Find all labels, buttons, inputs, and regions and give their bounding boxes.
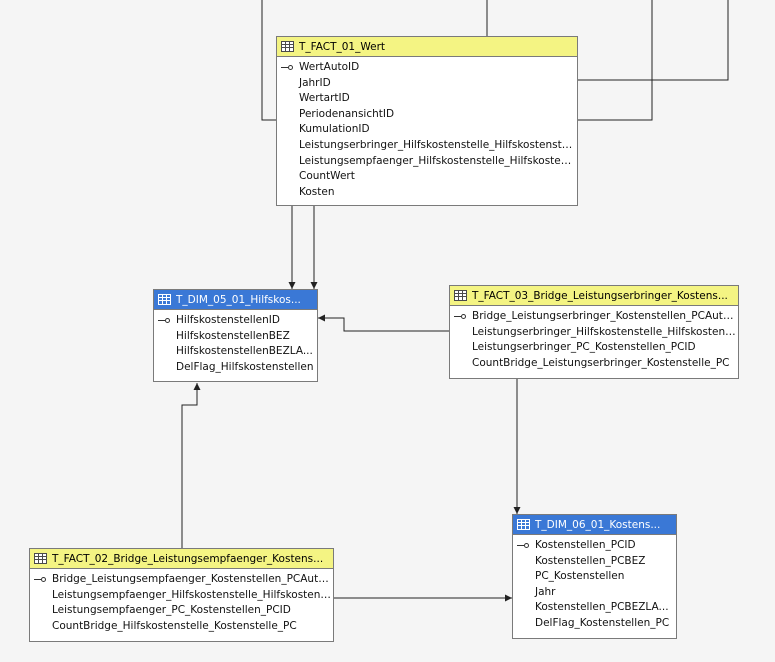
column-name: DelFlag_Hilfskostenstellen — [176, 360, 314, 373]
table-column[interactable]: JahrID — [277, 76, 577, 92]
table-column[interactable]: Kostenstellen_PCBEZ — [513, 554, 676, 570]
table-column[interactable]: Leistungsempfaenger_Hilfskostenstelle_Hi… — [277, 154, 577, 170]
primary-key-icon — [454, 314, 466, 319]
table-column[interactable]: Kosten — [277, 185, 577, 201]
table-header[interactable]: T_FACT_01_Wert — [277, 37, 577, 57]
column-name: DelFlag_Kostenstellen_PC — [535, 616, 670, 629]
table-grid-icon — [158, 294, 171, 305]
column-name: JahrID — [299, 76, 331, 89]
relationship-line-fact03-dim05[interactable] — [318, 314, 450, 332]
primary-key-icon — [517, 543, 529, 548]
table-title: T_FACT_03_Bridge_Leistungserbringer_Kost… — [472, 289, 728, 302]
table-grid-icon — [34, 553, 47, 564]
column-name: CountWert — [299, 170, 355, 183]
relationship-line-offscreen-1[interactable] — [261, 0, 276, 121]
column-name: HilfskostenstellenBEZLA... — [176, 345, 313, 358]
column-name: Leistungsempfaenger_PC_Kostenstellen_PCI… — [52, 604, 291, 617]
column-name: PC_Kostenstellen — [535, 570, 625, 583]
primary-key-icon — [34, 577, 46, 582]
table-column[interactable]: Leistungsempfaenger_PC_Kostenstellen_PCI… — [30, 603, 333, 619]
column-name: Kostenstellen_PCBEZ — [535, 554, 646, 567]
table-column[interactable]: DelFlag_Kostenstellen_PC — [513, 616, 676, 632]
relationship-line-offscreen-3[interactable] — [577, 0, 729, 81]
table-header[interactable]: T_DIM_06_01_Kostens... — [513, 515, 676, 535]
table-grid-icon — [517, 519, 530, 530]
table-t-fact-03-bridge-leistungserbringer[interactable]: T_FACT_03_Bridge_Leistungserbringer_Kost… — [449, 285, 739, 379]
primary-key-column[interactable]: Kostenstellen_PCID — [513, 538, 676, 554]
column-name: Kostenstellen_PCID — [535, 539, 636, 551]
table-column[interactable]: DelFlag_Hilfskostenstellen — [154, 360, 317, 376]
column-name: Kostenstellen_PCBEZLA... — [535, 601, 669, 614]
table-t-dim-05-01-hilfskostenstellen[interactable]: T_DIM_05_01_Hilfskos... Hilfskostenstell… — [153, 289, 318, 382]
column-name: Kosten — [299, 185, 335, 198]
column-name: CountBridge_Leistungserbringer_Kostenste… — [472, 356, 730, 369]
column-list: WertAutoID JahrID WertartID Periodenansicht… — [277, 57, 577, 200]
relationship-line-offscreen-4[interactable] — [577, 0, 653, 121]
table-title: T_FACT_02_Bridge_Leistungsempfaenger_Kos… — [52, 552, 324, 565]
column-name: Jahr — [535, 585, 556, 598]
column-list: HilfskostenstellenID HilfskostenstellenBE… — [154, 310, 317, 375]
column-name: CountBridge_Hilfskostenstelle_Kostenstel… — [52, 619, 297, 632]
column-name: KumulationID — [299, 123, 370, 136]
column-name: Leistungsempfaenger_Hilfskostenstelle_Hi… — [299, 154, 577, 167]
table-t-fact-01-wert[interactable]: T_FACT_01_Wert WertAutoID JahrID WertartID… — [276, 36, 578, 206]
column-name: WertAutoID — [299, 61, 360, 73]
table-title: T_DIM_05_01_Hilfskos... — [176, 293, 301, 306]
column-name: Bridge_Leistungserbringer_Kostenstellen_… — [472, 310, 738, 322]
column-name: PeriodenansichtID — [299, 107, 395, 120]
table-column[interactable]: PeriodenansichtID — [277, 107, 577, 123]
column-name: WertartID — [299, 92, 350, 105]
table-column[interactable]: HilfskostenstellenBEZ — [154, 329, 317, 345]
column-name: Leistungserbringer_Hilfskostenstelle_Hil… — [299, 138, 577, 151]
table-title: T_DIM_06_01_Kostens... — [535, 518, 661, 531]
column-name: Leistungserbringer_PC_Kostenstellen_PCID — [472, 341, 696, 354]
table-column[interactable]: Leistungserbringer_Hilfskostenstelle_Hil… — [277, 138, 577, 154]
primary-key-column[interactable]: Bridge_Leistungserbringer_Kostenstellen_… — [450, 309, 738, 325]
table-header[interactable]: T_FACT_03_Bridge_Leistungserbringer_Kost… — [450, 286, 738, 306]
table-column[interactable]: CountBridge_Hilfskostenstelle_Kostenstel… — [30, 619, 333, 635]
table-grid-icon — [281, 41, 294, 52]
column-name: HilfskostenstellenBEZ — [176, 329, 290, 342]
column-name: Bridge_Leistungsempfaenger_Kostenstellen… — [52, 573, 333, 585]
table-column[interactable]: PC_Kostenstellen — [513, 569, 676, 585]
table-column[interactable]: Leistungserbringer_PC_Kostenstellen_PCID — [450, 340, 738, 356]
table-header[interactable]: T_FACT_02_Bridge_Leistungsempfaenger_Kos… — [30, 549, 333, 569]
table-column[interactable]: Leistungserbringer_Hilfskostenstelle_Hil… — [450, 325, 738, 341]
table-header[interactable]: T_DIM_05_01_Hilfskos... — [154, 290, 317, 310]
table-column[interactable]: Kostenstellen_PCBEZLA... — [513, 600, 676, 616]
primary-key-icon — [281, 65, 293, 70]
primary-key-icon — [158, 318, 170, 323]
column-list: Bridge_Leistungsempfaenger_Kostenstellen… — [30, 569, 333, 634]
table-column[interactable]: CountWert — [277, 169, 577, 185]
table-column[interactable]: KumulationID — [277, 122, 577, 138]
table-title: T_FACT_01_Wert — [299, 40, 386, 53]
primary-key-column[interactable]: WertAutoID — [277, 60, 577, 76]
table-t-fact-02-bridge-leistungsempfaenger[interactable]: T_FACT_02_Bridge_Leistungsempfaenger_Kos… — [29, 548, 334, 642]
column-list: Bridge_Leistungserbringer_Kostenstellen_… — [450, 306, 738, 371]
table-column[interactable]: CountBridge_Leistungserbringer_Kostenste… — [450, 356, 738, 372]
table-column[interactable]: HilfskostenstellenBEZLA... — [154, 344, 317, 360]
column-name: Leistungserbringer_Hilfskostenstelle_Hil… — [472, 325, 738, 338]
primary-key-column[interactable]: HilfskostenstellenID — [154, 313, 317, 329]
column-list: Kostenstellen_PCID Kostenstellen_PCBEZ PC_… — [513, 535, 676, 632]
relationship-line-fact02-dim05[interactable] — [181, 383, 201, 548]
table-column[interactable]: WertartID — [277, 91, 577, 107]
table-grid-icon — [454, 290, 467, 301]
table-t-dim-06-01-kostenstellen[interactable]: T_DIM_06_01_Kostens... Kostenstellen_PCI… — [512, 514, 677, 639]
column-name: Leistungsempfaenger_Hilfskostenstelle_Hi… — [52, 588, 333, 601]
table-column[interactable]: Leistungsempfaenger_Hilfskostenstelle_Hi… — [30, 588, 333, 604]
table-column[interactable]: Jahr — [513, 585, 676, 601]
primary-key-column[interactable]: Bridge_Leistungsempfaenger_Kostenstellen… — [30, 572, 333, 588]
column-name: HilfskostenstellenID — [176, 314, 280, 326]
